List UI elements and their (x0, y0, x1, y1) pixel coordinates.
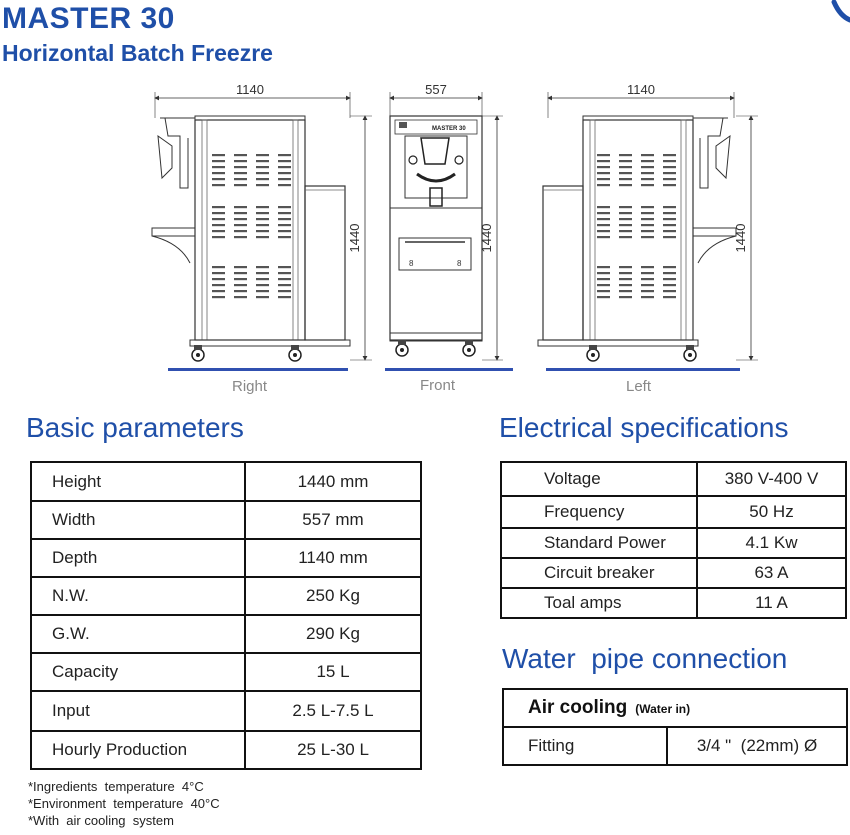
elec-value: 50 Hz (696, 495, 847, 529)
left-view-bar (546, 368, 740, 371)
svg-text:8: 8 (457, 259, 462, 268)
left-view-label: Left (626, 378, 652, 395)
elec-label: Frequency (500, 495, 698, 529)
param-label: Depth (30, 538, 246, 578)
param-label: Capacity (30, 652, 246, 692)
param-value: 290 Kg (244, 614, 422, 654)
elec-value: 380 V-400 V (696, 461, 847, 497)
elec-value: 4.1 Kw (696, 527, 847, 559)
air-cooling-cell: Air cooling (Water in) (502, 688, 848, 728)
param-label: G.W. (30, 614, 246, 654)
front-view-bar (385, 368, 513, 371)
front-panel-label: MASTER 30 (432, 126, 466, 132)
svg-text:8: 8 (409, 259, 414, 268)
left-width-dimension: 1140 (627, 82, 655, 97)
brand-corner-mark (831, 0, 850, 23)
param-label: Height (30, 461, 246, 502)
param-label: Hourly Production (30, 730, 246, 770)
footnote: *Environment temperature 40°C (28, 796, 220, 811)
front-height-dimension: 1440 (479, 224, 494, 253)
front-width-dimension: 557 (425, 82, 447, 97)
fitting-value: 3/4 " (22mm) Ø (666, 726, 848, 766)
param-value: 2.5 L-7.5 L (244, 690, 422, 732)
basic-parameters-title: Basic parameters (26, 412, 244, 443)
footnotes: *Ingredients temperature 4°C *Environmen… (28, 778, 220, 829)
param-value: 250 Kg (244, 576, 422, 616)
param-label: Width (30, 500, 246, 540)
param-value: 15 L (244, 652, 422, 692)
water-pipe-connection-table: Air cooling (Water in) Fitting 3/4 " (22m… (502, 688, 848, 766)
table-row: G.W.290 Kg (30, 614, 422, 654)
param-value: 557 mm (244, 500, 422, 540)
right-view-bar (168, 368, 348, 371)
elec-label: Voltage (500, 461, 698, 497)
param-value: 1440 mm (244, 461, 422, 502)
param-value: 1140 mm (244, 538, 422, 578)
right-height-dimension: 1440 (347, 224, 362, 253)
water-pipe-connection-title: Water pipe connection (502, 643, 788, 674)
param-label: N.W. (30, 576, 246, 616)
table-row: Fitting 3/4 " (22mm) Ø (502, 726, 848, 766)
front-view-label: Front (420, 377, 456, 394)
elec-label: Standard Power (500, 527, 698, 559)
right-width-dimension: 1140 (236, 82, 264, 97)
footnote: *With air cooling system (28, 813, 174, 828)
footnote: *Ingredients temperature 4°C (28, 779, 204, 794)
electrical-specifications-title: Electrical specifications (499, 412, 789, 443)
table-row: Air cooling (Water in) (502, 688, 848, 728)
table-row: N.W.250 Kg (30, 576, 422, 616)
fitting-label: Fitting (502, 726, 668, 766)
param-label: Input (30, 690, 246, 732)
left-height-dimension: 1440 (733, 224, 748, 253)
elec-label: Circuit breaker (500, 557, 698, 589)
elec-value: 63 A (696, 557, 847, 589)
elec-value: 11 A (696, 587, 847, 619)
right-view-label: Right (232, 378, 268, 395)
water-in-note: (Water in) (635, 702, 691, 716)
technical-drawings: 1140 1440 557 MASTER 30 8 8 1440 (150, 82, 758, 403)
param-value: 25 L-30 L (244, 730, 422, 770)
page-subtitle: Horizontal Batch Freezre (2, 40, 273, 66)
page-title: MASTER 30 (2, 2, 175, 35)
air-cooling-label: Air cooling (528, 697, 628, 718)
elec-label: Toal amps (500, 587, 698, 619)
